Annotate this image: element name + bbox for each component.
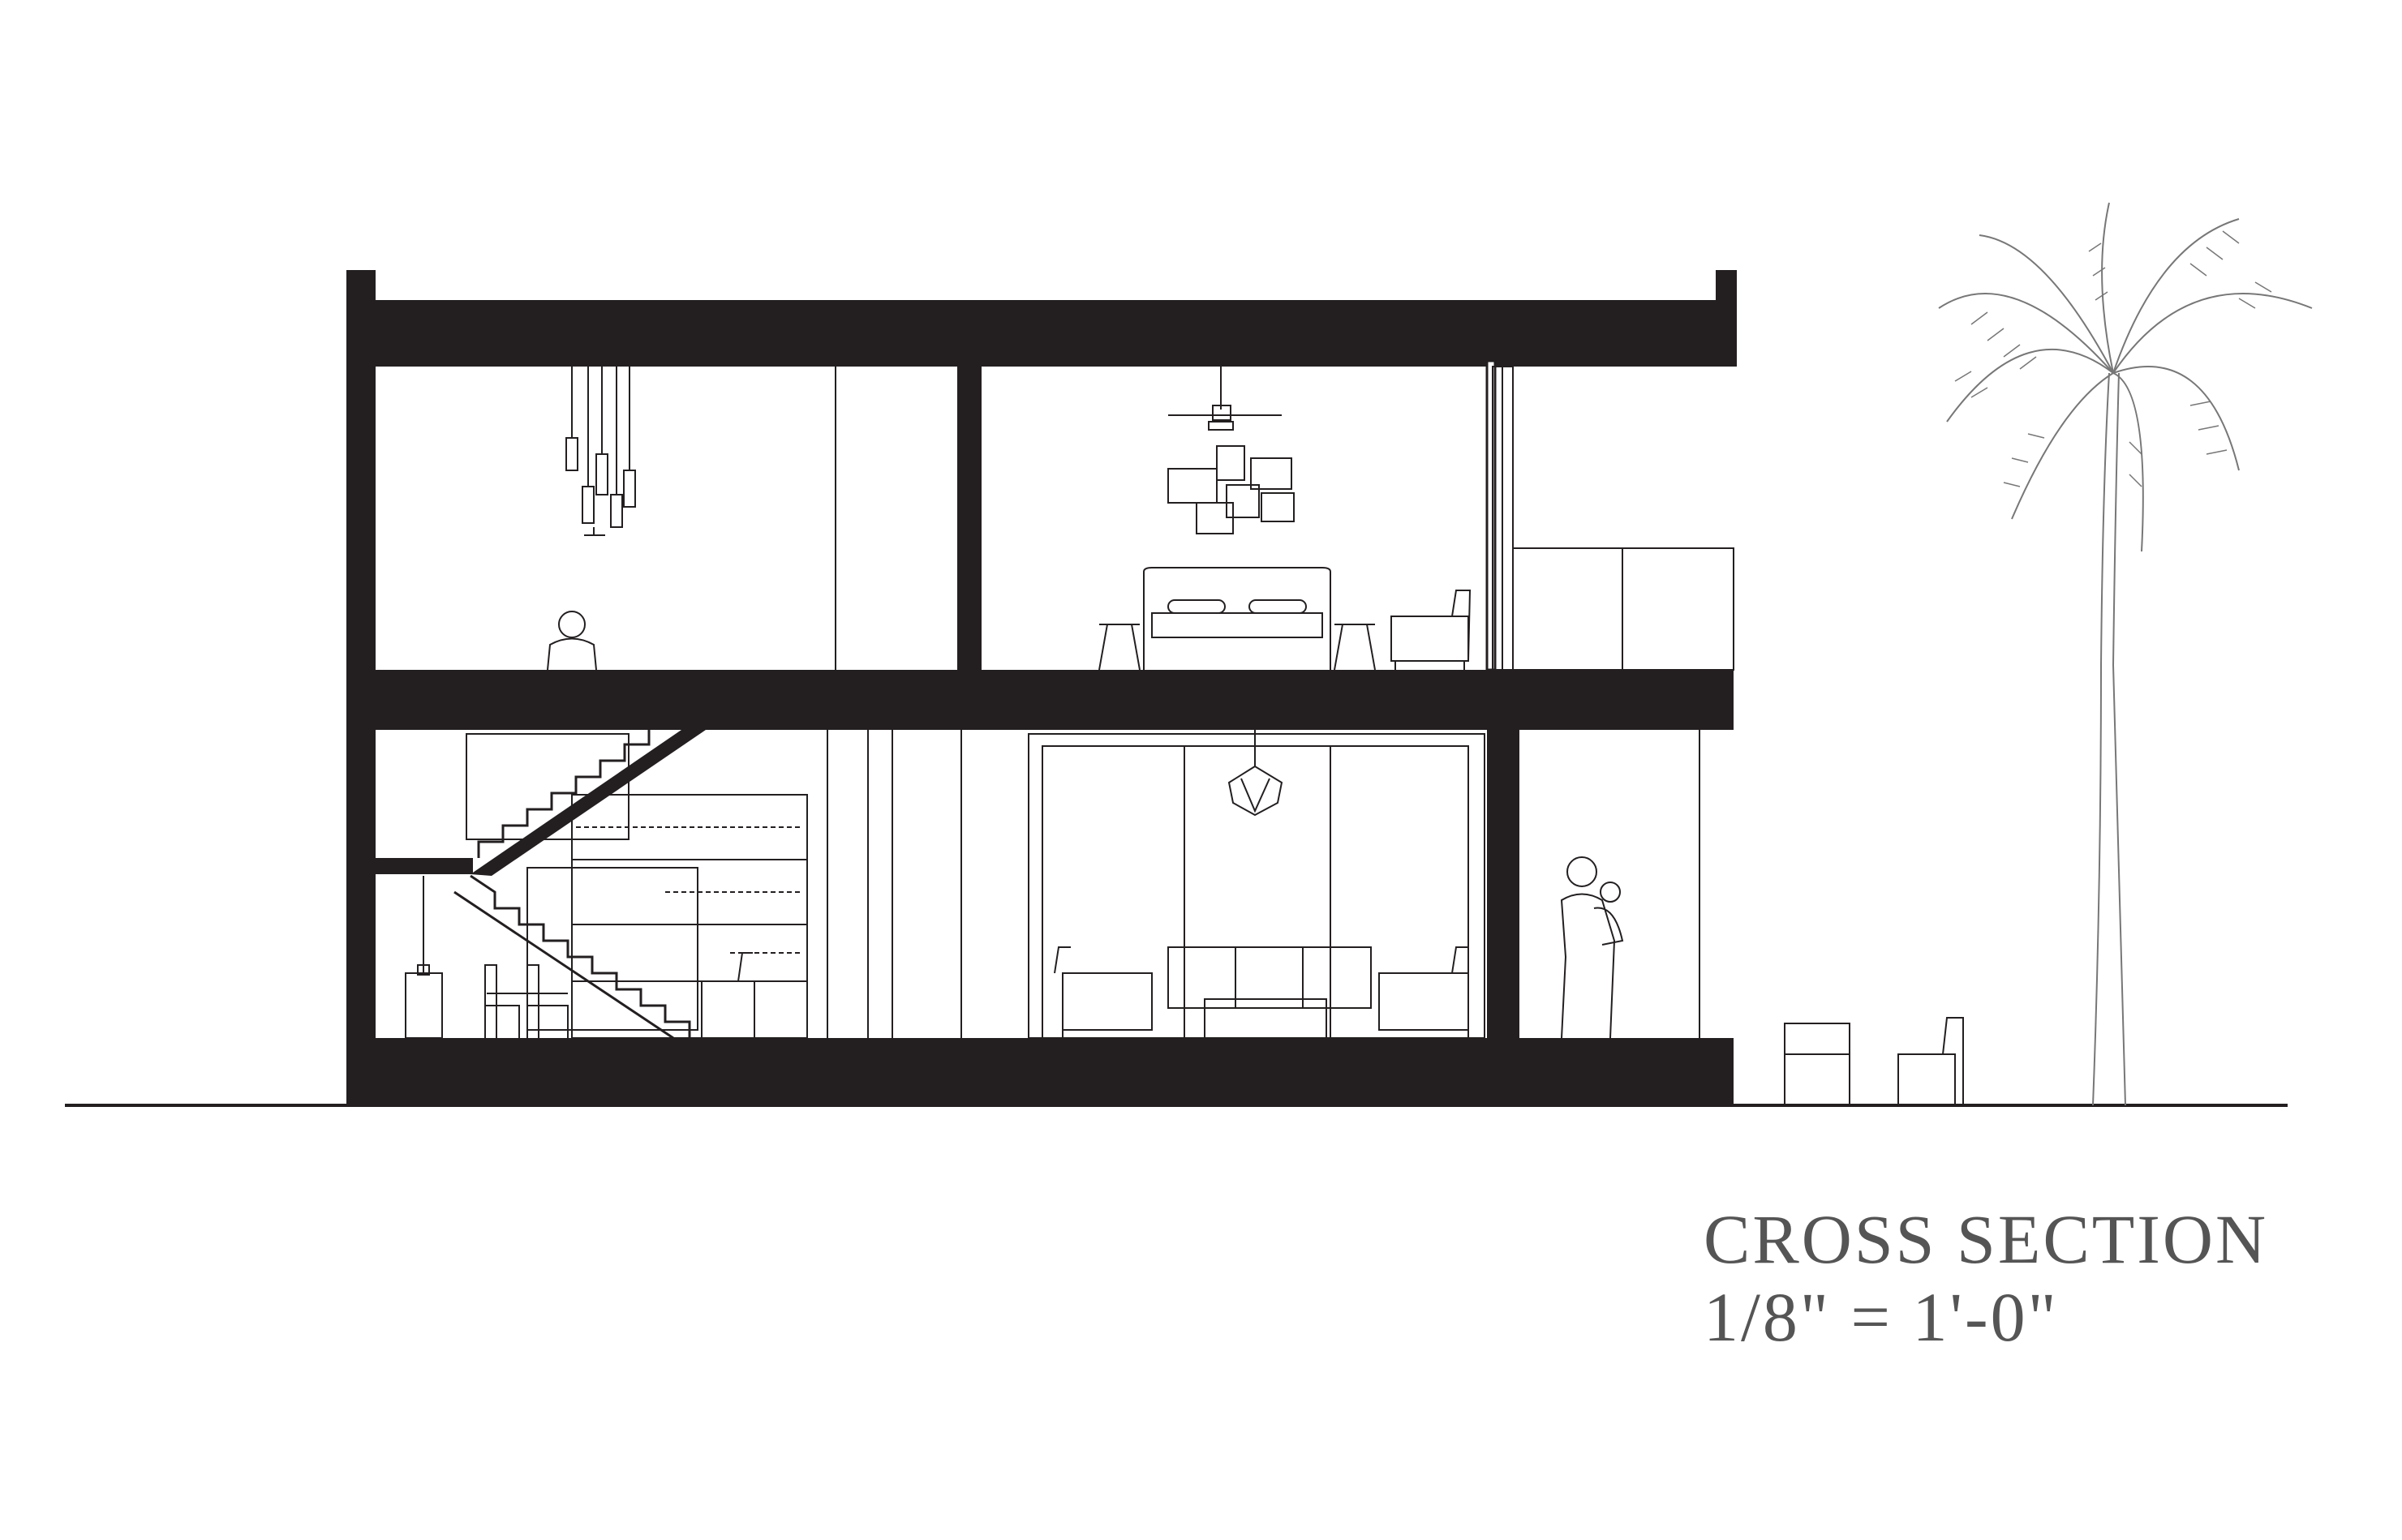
person-with-child-icon — [1560, 856, 1624, 1039]
drawing-caption: CROSS SECTION 1/8" = 1'-0" — [1704, 1200, 2268, 1357]
armchair-icon — [1390, 590, 1472, 670]
ground-slab — [346, 1038, 1734, 1105]
drawing-scale: 1/8" = 1'-0" — [1704, 1278, 2059, 1357]
structure — [346, 270, 1737, 1105]
stair-flight-upper — [471, 730, 706, 876]
side-tables — [1098, 624, 1376, 671]
bed-icon — [1143, 567, 1331, 670]
exterior-chairs — [1784, 1017, 1964, 1105]
lower-right-room — [1560, 730, 1700, 1039]
staircase — [453, 730, 698, 1040]
roof-slab — [346, 300, 1737, 367]
living-room — [1028, 730, 1485, 1039]
person-icon — [547, 611, 597, 671]
palm-tree-icon — [1938, 202, 2313, 1106]
stair-landing — [376, 858, 473, 874]
ceiling-fan-icon — [1168, 367, 1282, 431]
bookshelf — [571, 794, 808, 1039]
bedroom — [1098, 366, 1514, 671]
lower-column — [1487, 730, 1519, 1038]
upper-floor-slab — [346, 670, 1734, 730]
lower-left-room — [405, 730, 962, 1039]
picture-frames — [1167, 445, 1295, 534]
drawing-title: CROSS SECTION — [1704, 1200, 2269, 1278]
parapet-right — [1716, 270, 1737, 302]
balcony — [1512, 547, 1734, 671]
pendant-light-icon — [565, 360, 636, 536]
sofa-icon — [1167, 946, 1372, 1039]
left-wall — [346, 270, 376, 1105]
chandelier-icon — [1227, 730, 1283, 817]
upper-column — [957, 367, 982, 670]
upper-left-room — [547, 360, 836, 671]
right-jamb — [1485, 359, 1497, 671]
